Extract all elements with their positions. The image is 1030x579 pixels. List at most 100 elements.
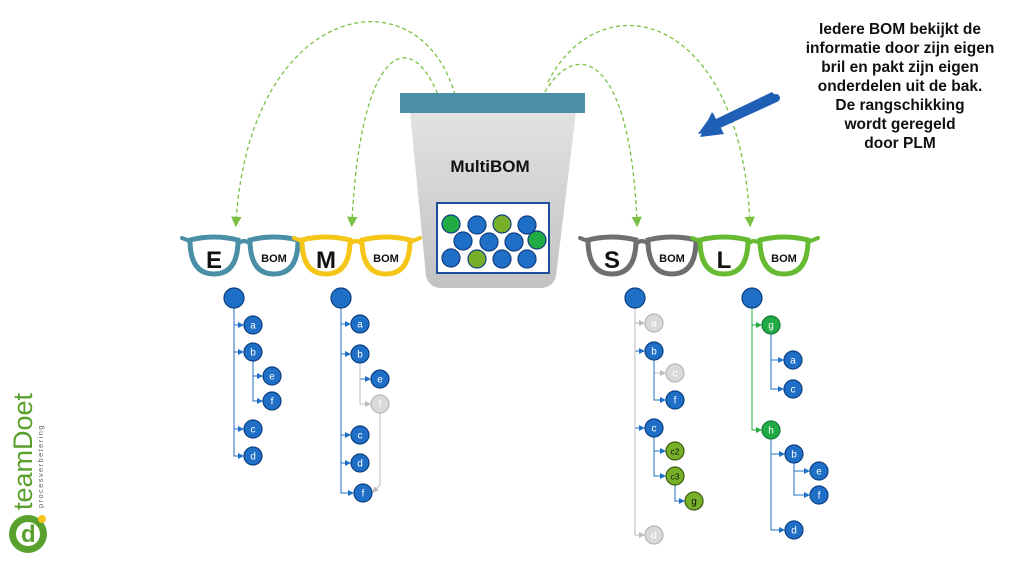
lens-right (757, 234, 811, 277)
tree-node: e (262, 366, 282, 386)
logo-brand: teamDoet (8, 392, 38, 510)
tree-node: c (665, 363, 685, 383)
caption-line: wordt geregeld (844, 116, 956, 133)
arc-to-m (347, 57, 441, 228)
tree-m: a b e f c d f (330, 287, 390, 503)
node-label: e (377, 375, 383, 386)
node-label: f (674, 396, 677, 407)
arc-to-l (547, 24, 755, 228)
tree-node: b (784, 444, 804, 464)
glasses-badge: BOM (261, 253, 287, 265)
tree-connector (770, 334, 784, 363)
tree-connector (653, 437, 666, 454)
tree-node: a (644, 313, 664, 333)
tree-connector (359, 363, 371, 382)
node-label: f (271, 397, 274, 408)
tree-node: f (809, 485, 829, 505)
node-label: g (691, 497, 697, 508)
tree-node: f (262, 391, 282, 411)
node-label: b (357, 350, 363, 361)
tree-connector (233, 307, 244, 355)
lens-right (645, 234, 699, 277)
node-label: d (357, 459, 363, 470)
logo-tagline: procesverbetering (36, 424, 45, 508)
tree-connector (340, 307, 351, 466)
tree-connector (634, 307, 645, 354)
node-label: c (673, 369, 678, 380)
caption-line: bril en pakt zijn eigen (821, 59, 979, 76)
part-ball (504, 232, 524, 252)
tree-node: b (350, 344, 370, 364)
glasses-badge: BOM (771, 253, 797, 265)
tree-node: f (665, 390, 685, 410)
tree-node: h (761, 420, 781, 440)
tree-node: c (783, 379, 803, 399)
tree-connector (340, 307, 351, 327)
part-ball (441, 214, 461, 234)
lens-left (187, 234, 241, 277)
node-label: d (791, 526, 797, 537)
glasses-letter: S (604, 247, 620, 274)
tree-connector (340, 307, 351, 438)
tree-node (223, 287, 245, 309)
node-label: f (362, 489, 365, 500)
explanation-text: Iedere BOM bekijkt de informatie door zi… (770, 20, 1030, 153)
node-label: f (379, 400, 382, 411)
tree-node: a (350, 314, 370, 334)
part-ball (467, 215, 487, 235)
tree-node (624, 287, 646, 309)
node-label: a (790, 356, 796, 367)
tree-connector (634, 307, 645, 431)
node-label: c (358, 431, 363, 442)
caption-line: informatie door zijn eigen (805, 40, 995, 57)
tree-connector (233, 307, 244, 459)
caption-line: onderdelen uit de bak. (817, 78, 983, 95)
part-ball (527, 230, 547, 250)
tree-connector (770, 439, 785, 533)
glasses-badge: BOM (659, 253, 685, 265)
glasses-badge: BOM (373, 253, 399, 265)
tree-connector (674, 485, 685, 504)
part-ball (441, 248, 461, 268)
tree-node: c2 (665, 441, 685, 461)
tree-node: c (350, 425, 370, 445)
bucket-lid (400, 93, 585, 113)
node-label: e (269, 372, 275, 383)
lens-right (247, 234, 301, 277)
tree-connector (653, 360, 666, 376)
tree-node: d (784, 520, 804, 540)
node-label: b (250, 348, 256, 359)
lens-right (359, 234, 413, 277)
node-label: b (651, 347, 657, 358)
lens-left (697, 234, 751, 277)
tree-connector (634, 307, 645, 538)
tree-connector (634, 307, 645, 326)
tree-connector (233, 307, 244, 328)
node-label: c (791, 385, 796, 396)
multibom-bucket: MultiBOM (400, 93, 585, 288)
parts-balls (441, 214, 547, 269)
caption-line: Iedere BOM bekijkt de (819, 21, 981, 38)
node-label: d (651, 531, 657, 542)
tree-node: b (243, 342, 263, 362)
tree-node: g (684, 491, 704, 511)
node-label: a (250, 321, 256, 332)
tree-connector (359, 363, 371, 407)
selection-arcs (231, 21, 755, 228)
part-ball (492, 249, 512, 269)
tree-node: e (370, 369, 390, 389)
bucket-label: MultiBOM (450, 157, 529, 176)
tree-node: f (370, 394, 390, 414)
teamdoet-logo: teamDoet procesverbetering d (8, 392, 47, 553)
tree-node: c3 (665, 466, 685, 486)
node-label: h (768, 426, 774, 437)
part-ball (453, 231, 473, 251)
tree-connector (653, 360, 666, 403)
